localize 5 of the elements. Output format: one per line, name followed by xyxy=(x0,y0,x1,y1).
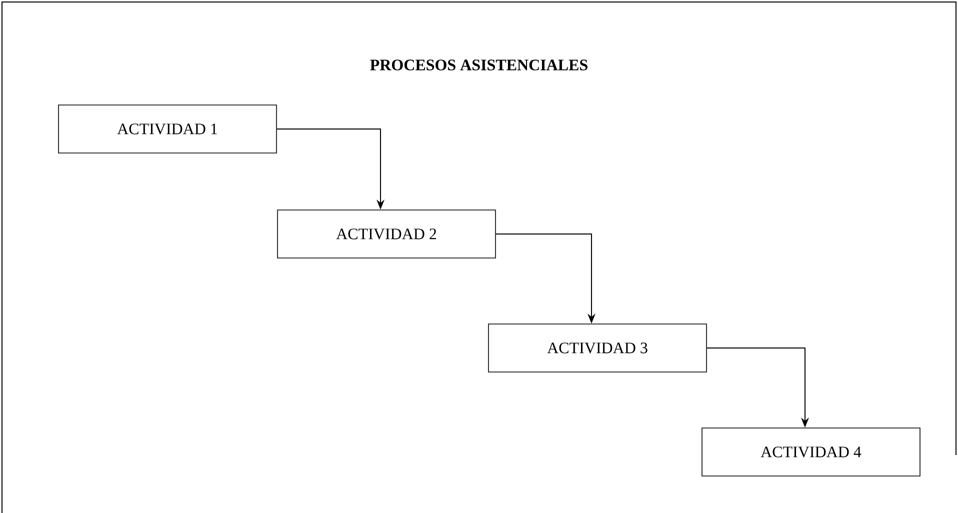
process-box: ACTIVIDAD 3 xyxy=(488,324,707,372)
process-box: ACTIVIDAD 1 xyxy=(58,104,277,154)
process-box: ACTIVIDAD 4 xyxy=(702,428,920,476)
title: PROCESOS ASISTENCIALES xyxy=(370,60,588,70)
process-box: ACTIVIDAD 2 xyxy=(277,210,496,258)
